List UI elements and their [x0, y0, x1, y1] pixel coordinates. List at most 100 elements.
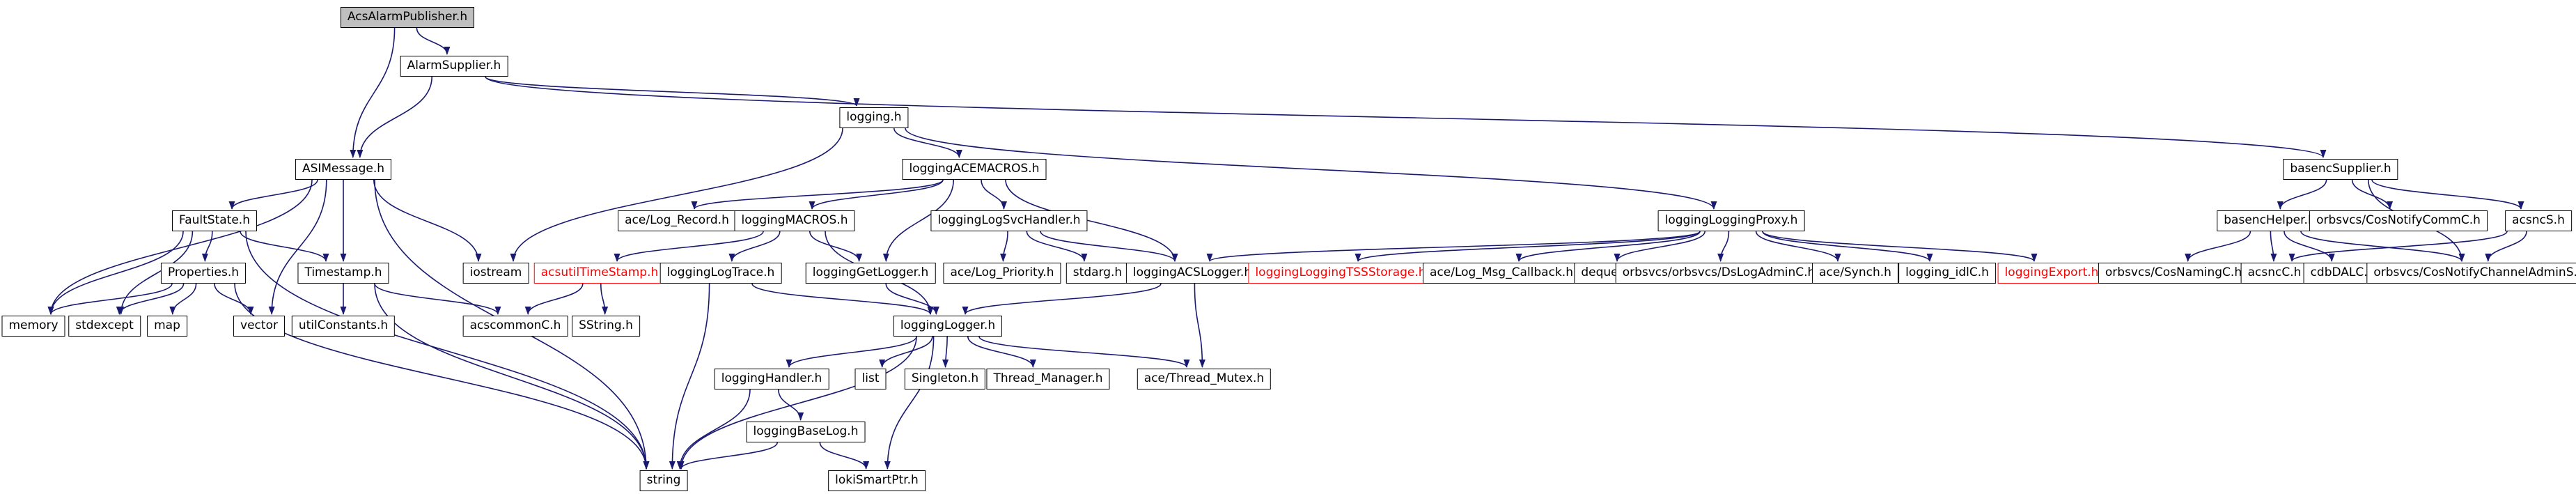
edge-loggingloggingproxy-h--loggingexport-h: [1762, 231, 2038, 262]
node-map: map: [147, 316, 187, 337]
edge-asimessage-h--vector: [268, 179, 327, 315]
node-acsncc-h[interactable]: acsncC.h: [2240, 263, 2309, 284]
edge-loggingmacros-h--acsutiltimestamp-h: [614, 231, 764, 262]
node-acscommonc-h[interactable]: acscommonC.h: [462, 316, 568, 337]
edge-logginglogsvchandler-h--loggingacslogger-h: [1040, 231, 1178, 262]
edge-acsalarmpublisher-h--asimessage-h: [350, 27, 396, 158]
edge-logginglogger-h--lokismartptr-h: [884, 336, 935, 470]
edge-timestamp-h--acscommonc-h: [374, 283, 501, 315]
edge-logging-h--loggingacemacros-h: [893, 128, 962, 158]
node-alarmsupplier-h[interactable]: AlarmSupplier.h: [400, 56, 508, 77]
edge-logging-h--loggingloggingproxy-h: [905, 128, 1717, 210]
edge-loggingacslogger-h--ace-thread-mutex-h: [1194, 283, 1205, 368]
node-acsutiltimestamp-h[interactable]: acsutilTimeStamp.h: [533, 263, 666, 284]
edge-acsncs-h--orbsvcs-cosnotifychanneladmins-h: [2485, 231, 2527, 262]
edge-loggingloggingproxy-h--loggingloggingtssstorage-h: [1355, 231, 1701, 262]
node-loggingacemacros-h[interactable]: loggingACEMACROS.h: [902, 159, 1047, 180]
node-loggingbaselog-h[interactable]: loggingBaseLog.h: [746, 422, 866, 442]
node-iostream: iostream: [462, 263, 529, 284]
edge-acsutiltimestamp-h--acscommonc-h: [524, 283, 584, 315]
edge-properties-h--memory: [47, 283, 173, 315]
node-lokismartptr-h[interactable]: lokiSmartPtr.h: [828, 470, 926, 491]
edge-basencsupplier-h--orbsvcs-cosnotifycommc-h: [2351, 179, 2394, 210]
edge-acsalarmpublisher-h--alarmsupplier-h: [416, 27, 451, 55]
node-loggingexport-h[interactable]: loggingExport.h: [1997, 263, 2106, 284]
node-loggingmacros-h[interactable]: loggingMACROS.h: [734, 210, 855, 231]
edge-asimessage-h--iostream: [373, 179, 482, 262]
node-asimessage-h[interactable]: ASIMessage.h: [295, 159, 392, 180]
edge-faultstate-h--memory: [47, 231, 184, 315]
edge-logginghandler-h--string: [676, 389, 751, 470]
node-logginglogsvchandler-h[interactable]: loggingLogSvcHandler.h: [930, 210, 1088, 231]
edge-basencsupplier-h--basenchelper-h: [2277, 179, 2327, 210]
node-orbsvcs-cosnamingc-h: orbsvcs/CosNamingC.h: [2098, 263, 2249, 284]
edge-logginglogtrace-h--string: [669, 283, 710, 470]
node-loggingloggingtssstorage-h[interactable]: loggingLoggingTSSStorage.h: [1248, 263, 1433, 284]
edge-properties-h--vector: [214, 283, 254, 315]
node-ace-log-priority-h: ace/Log_Priority.h: [943, 263, 1061, 284]
node-string: string: [639, 470, 688, 491]
edge-timestamp-h--string: [374, 283, 650, 470]
edge-loggingacemacros-h--ace-log-record-h: [691, 179, 944, 210]
edge-loggingmacros-h--logginglogtrace-h: [728, 231, 781, 262]
edge-basenchelper-h--orbsvcs-cosnamingc-h: [2185, 231, 2251, 262]
node-utilconstants-h[interactable]: utilConstants.h: [291, 316, 396, 337]
edge-logginglogsvchandler-h--ace-log-priority-h: [1000, 231, 1008, 262]
edge-logginghandler-h--loggingbaselog-h: [778, 389, 804, 421]
node-singleton-h: Singleton.h: [904, 369, 986, 389]
node-vector: vector: [233, 316, 285, 337]
node-loggingacslogger-h[interactable]: loggingACSLogger.h: [1125, 263, 1259, 284]
edge-logginglogger-h--string: [678, 336, 917, 470]
node-logginglogger-h[interactable]: loggingLogger.h: [893, 316, 1003, 337]
edge-logginglogsvchandler-h--stdarg-h: [1026, 231, 1088, 262]
node-logginggetlogger-h[interactable]: loggingGetLogger.h: [805, 263, 936, 284]
edge-loggingloggingproxy-h--ace-synch-h: [1755, 231, 1841, 262]
edge-alarmsupplier-h--asimessage-h: [357, 76, 432, 158]
edge-loggingloggingproxy-h--ace-log-msg-callback-h: [1515, 231, 1701, 262]
edge-logginglogger-h--singleton-h: [942, 336, 949, 368]
edge-loggingloggingproxy-h--orbsvcs-orbsvcs-dslogadminc-h: [1717, 231, 1730, 262]
edge-basenchelper-h--acsncc-h: [2270, 231, 2277, 262]
node-logging-idlc-h[interactable]: logging_idlC.h: [1898, 263, 1996, 284]
edge-loggingacemacros-h--loggingmacros-h: [809, 179, 944, 210]
edge-loggingacemacros-h--logginglogsvchandler-h: [981, 179, 1007, 210]
edge-properties-h--stdexcept: [116, 283, 185, 315]
node-basencsupplier-h[interactable]: basencSupplier.h: [2283, 159, 2398, 180]
node-timestamp-h[interactable]: Timestamp.h: [297, 263, 389, 284]
edge-basencsupplier-h--acsncs-h: [2371, 179, 2524, 210]
node-orbsvcs-orbsvcs-dslogadminc-h: orbsvcs/orbsvcs/DsLogAdminC.h: [1615, 263, 1822, 284]
edge-loggingacemacros-h--logginggetlogger-h: [882, 179, 954, 262]
edge-faultstate-h--timestamp-h: [240, 231, 329, 262]
edge-logginglogger-h--thread-manager-h: [967, 336, 1036, 368]
edge-faultstate-h--stdexcept: [118, 231, 194, 315]
edge-group: [47, 27, 2527, 470]
edge-logginglogtrace-h--logginglogger-h: [751, 283, 934, 315]
node-properties-h[interactable]: Properties.h: [160, 263, 247, 284]
node-logginglogtrace-h[interactable]: loggingLogTrace.h: [659, 263, 782, 284]
node-stdexcept: stdexcept: [68, 316, 141, 337]
node-memory: memory: [1, 316, 65, 337]
node-ace-log-msg-callback-h: ace/Log_Msg_Callback.h: [1423, 263, 1580, 284]
node-logginghandler-h[interactable]: loggingHandler.h: [714, 369, 829, 389]
edge-loggingmacros-h--logginggetlogger-h: [809, 231, 863, 262]
edge-loggingacslogger-h--logginglogger-h: [962, 283, 1162, 315]
edge-loggingloggingproxy-h--deque: [1614, 231, 1705, 262]
edge-basenchelper-h--orbsvcs-cosnotifychanneladmins-h: [2300, 231, 2465, 262]
edge-asimessage-h--memory: [47, 179, 313, 315]
edge-faultstate-h--string: [245, 231, 650, 470]
node-basenchelper-h[interactable]: basencHelper.h: [2217, 210, 2323, 231]
node-ace-log-record-h: ace/Log_Record.h: [618, 210, 736, 231]
edge-properties-h--map: [169, 283, 197, 315]
edge-loggingacemacros-h--loggingacslogger-h: [1005, 179, 1178, 262]
edge-acsutiltimestamp-h--sstring-h: [600, 283, 609, 315]
node-thread-manager-h: Thread_Manager.h: [986, 369, 1110, 389]
node-faultstate-h[interactable]: FaultState.h: [172, 210, 257, 231]
edge-faultstate-h--properties-h: [201, 231, 213, 262]
node-logging-h[interactable]: logging.h: [839, 107, 909, 128]
node-sstring-h: SString.h: [572, 316, 640, 337]
node-ace-synch-h: ace/Synch.h: [1812, 263, 1898, 284]
node-orbsvcs-cosnotifycommc-h: orbsvcs/CosNotifyCommC.h: [2309, 210, 2488, 231]
node-loggingloggingproxy-h[interactable]: loggingLoggingProxy.h: [1657, 210, 1805, 231]
edge-acsncs-h--acsncc-h: [2288, 231, 2508, 262]
